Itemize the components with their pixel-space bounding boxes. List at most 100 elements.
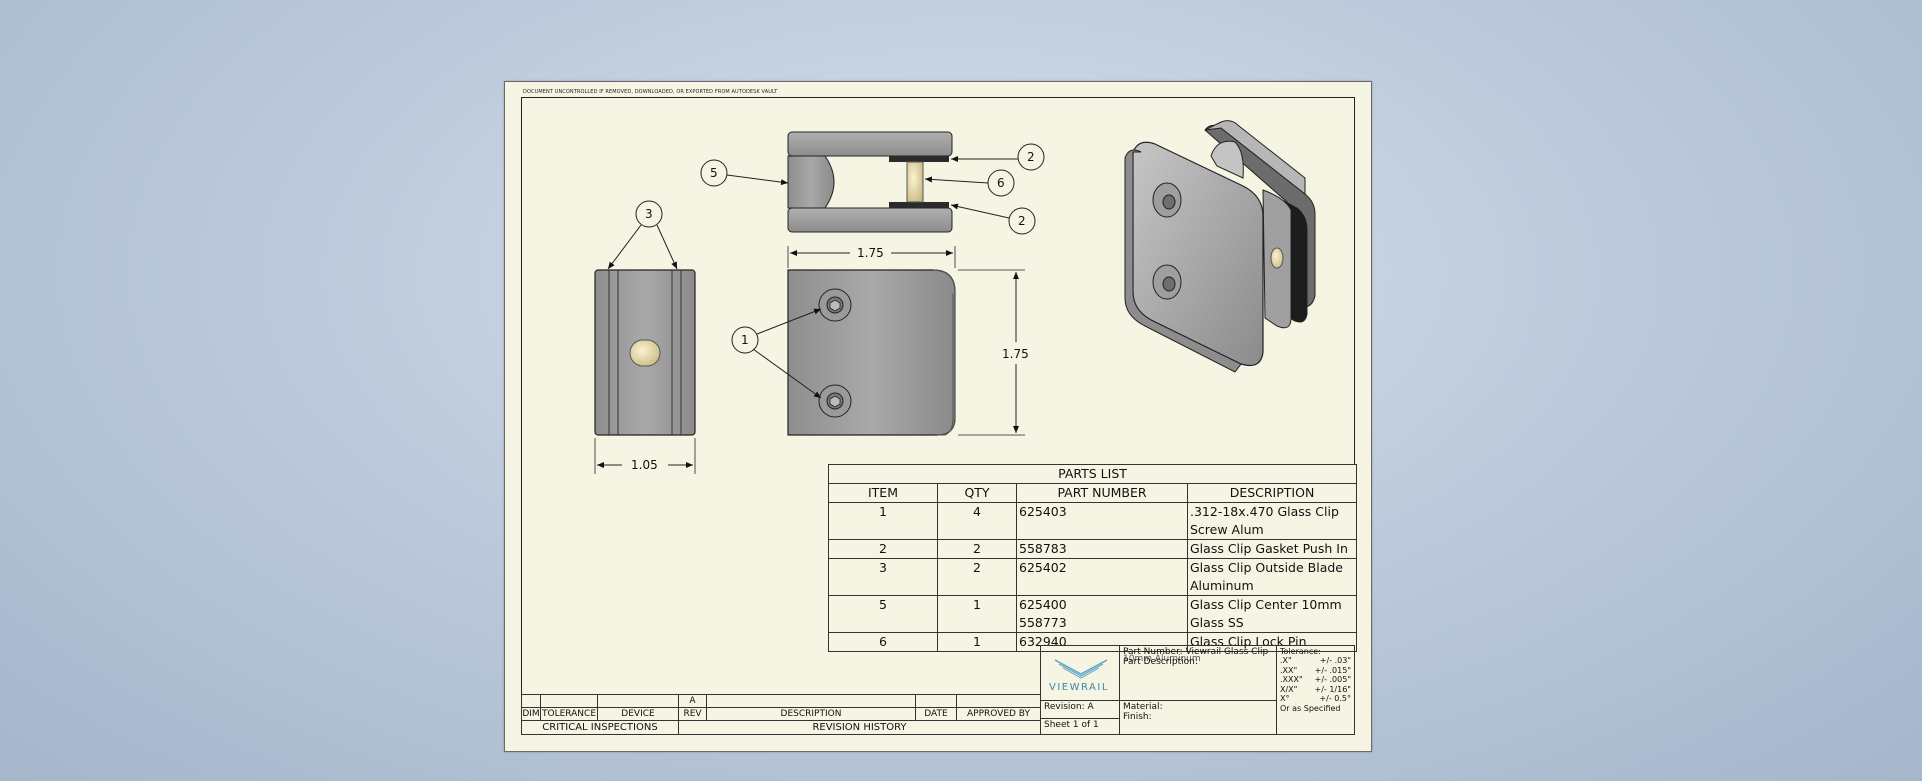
parts-list: PARTS LIST ITEM QTY PART NUMBER DESCRIPT…	[828, 464, 1357, 652]
rev-date-header: DATE	[915, 707, 957, 721]
tolerance-value: +/- .015"	[1314, 665, 1351, 675]
balloon-2-bottom: 2	[1018, 214, 1026, 228]
vault-notice: DOCUMENT UNCONTROLLED IF REMOVED, DOWNLO…	[523, 89, 778, 95]
tolerance-value: +/- 1/16"	[1314, 684, 1351, 694]
tolerance-value: +/- 0.5°	[1319, 694, 1351, 703]
material-label: Material:	[1123, 702, 1163, 712]
or-as-specified: Or as Specified	[1280, 703, 1341, 713]
material-cell: Material: Finish:	[1119, 700, 1277, 735]
tolerance-value: +/- .005"	[1314, 675, 1351, 684]
tolerance-cell: Tolerance: .X" +/- .03" .XX" +/- .015" .XX…	[1276, 645, 1355, 735]
inspection-blank-1	[521, 694, 541, 708]
side-view	[594, 269, 696, 474]
rev-header: REV	[678, 707, 707, 721]
inspection-blank-3	[597, 694, 679, 708]
tolerance-key: .XXX"	[1280, 675, 1303, 684]
balloon-3: 3	[645, 207, 653, 221]
desc-line-1: .312-18x.470 Glass Clip	[1190, 504, 1339, 519]
rev-approved-header: APPROVED BY	[956, 707, 1041, 721]
revision-cell: Revision: A	[1040, 700, 1120, 719]
table-row: 6 1 632940 Glass Clip Lock Pin	[828, 632, 1357, 652]
cell-item: 5	[828, 595, 938, 633]
tolerance-row: X/X" +/- 1/16"	[1280, 685, 1351, 695]
tolerance-key: X°	[1280, 694, 1290, 703]
front-view	[787, 246, 1025, 436]
part-number-line-2: 558773	[1019, 615, 1067, 630]
cell-qty: 1	[937, 632, 1017, 652]
cell-part-number: 625400 558773	[1016, 595, 1188, 633]
dim-width-front: 1.75	[857, 246, 884, 260]
desc-line-2: Screw Alum	[1190, 522, 1264, 537]
desc-line-2: Glass SS	[1190, 615, 1244, 630]
logo-box: VIEWRAIL	[1040, 645, 1120, 701]
top-view	[787, 131, 953, 233]
header-part-number: PART NUMBER	[1016, 483, 1188, 503]
tolerance-value: +/- .03"	[1319, 656, 1351, 665]
cell-qty: 2	[937, 539, 1017, 559]
cell-item: 1	[828, 502, 938, 540]
tolerance-title: Tolerance:	[1280, 647, 1321, 656]
cell-item: 2	[828, 539, 938, 559]
desc-line-1: Glass Clip Outside Blade	[1190, 560, 1343, 575]
inspection-blank-2	[540, 694, 598, 708]
tolerance-row: X° +/- 0.5°	[1280, 694, 1351, 704]
part-number-overlap-text: 10mm Aluminum	[1123, 654, 1201, 664]
sheet-cell: Sheet 1 of 1	[1040, 718, 1120, 735]
part-description-label: Part Description:	[1123, 657, 1198, 667]
drawing-views: 1.05 3 5 2 6 2	[594, 120, 1316, 474]
rev-approved-blank	[956, 694, 1041, 708]
dim-height-front: 1.75	[1002, 347, 1029, 361]
rev-value: A	[678, 694, 707, 708]
tolerance-key: X/X"	[1280, 684, 1298, 694]
tolerance-row: .XXX" +/- .005"	[1280, 675, 1351, 685]
cell-qty: 1	[937, 595, 1017, 633]
part-info-cell: Part Number: Viewrail Glass Clip 10mm Al…	[1119, 645, 1277, 701]
desc-line-1: Glass Clip Center 10mm	[1190, 597, 1342, 612]
parts-list-title: PARTS LIST	[828, 464, 1357, 484]
cell-part-number: 558783	[1016, 539, 1188, 559]
inspection-dim-header: DIM	[521, 707, 541, 721]
dim-width-side: 1.05	[631, 458, 658, 472]
finish-label: Finish:	[1123, 712, 1152, 722]
isometric-view	[1124, 120, 1316, 373]
cell-description: Glass Clip Gasket Push In	[1187, 539, 1357, 559]
balloon-5: 5	[710, 166, 718, 180]
cell-item: 3	[828, 558, 938, 596]
rev-date-blank	[915, 694, 957, 708]
drawing-sheet: DOCUMENT UNCONTROLLED IF REMOVED, DOWNLO…	[504, 81, 1372, 752]
header-description: DESCRIPTION	[1187, 483, 1357, 503]
cell-part-number: 625403	[1016, 502, 1188, 540]
tolerance-key: .X"	[1280, 656, 1292, 665]
tolerance-row: .XX" +/- .015"	[1280, 666, 1351, 676]
balloon-2-top: 2	[1027, 150, 1035, 164]
cell-item: 6	[828, 632, 938, 652]
revision-history-label: REVISION HISTORY	[678, 720, 1041, 735]
cell-qty: 4	[937, 502, 1017, 540]
header-item: ITEM	[828, 483, 938, 503]
balloon-6: 6	[997, 176, 1005, 190]
cell-part-number: 625402	[1016, 558, 1188, 596]
part-number-text: Part Number: Viewrail Glass Clip	[1123, 647, 1269, 657]
logo-text: VIEWRAIL	[1049, 682, 1109, 693]
part-number-line-1: 625400	[1019, 597, 1067, 612]
inspection-tolerance-header: TOLERANCE	[540, 707, 598, 721]
cell-qty: 2	[937, 558, 1017, 596]
rev-desc-blank	[706, 694, 916, 708]
viewrail-logo-icon	[1054, 659, 1108, 679]
desc-line-2: Aluminum	[1190, 578, 1254, 593]
header-qty: QTY	[937, 483, 1017, 503]
rev-description-header: DESCRIPTION	[706, 707, 916, 721]
critical-inspections-label: CRITICAL INSPECTIONS	[521, 720, 679, 735]
balloon-1: 1	[741, 333, 749, 347]
table-row: 2 2 558783 Glass Clip Gasket Push In	[828, 539, 1357, 559]
tolerance-key: .XX"	[1280, 665, 1298, 675]
inspection-device-header: DEVICE	[597, 707, 679, 721]
tolerance-row: .X" +/- .03"	[1280, 656, 1351, 666]
cell-part-number: 632940	[1016, 632, 1188, 652]
